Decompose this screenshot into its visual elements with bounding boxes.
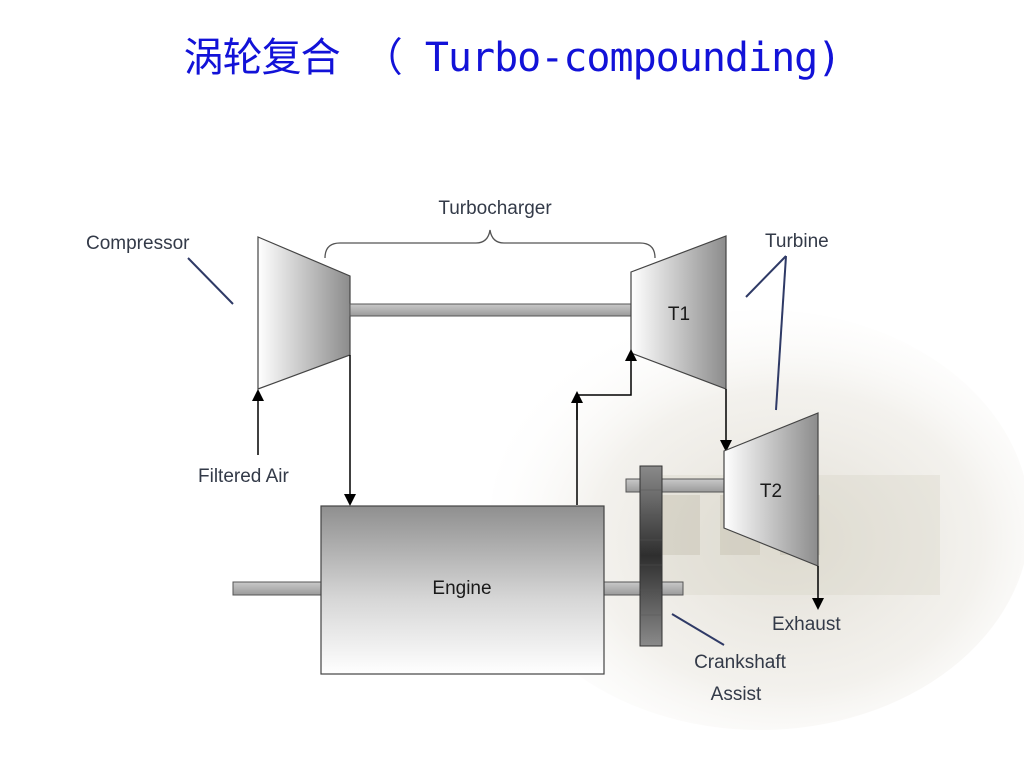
- crankshaft-label-line1: Crankshaft: [694, 652, 787, 673]
- exhaust-to-t1-arrow: [576, 349, 637, 505]
- compressor: [257, 236, 351, 390]
- turbine-pointer-t1: [745, 255, 787, 298]
- engine-block: [320, 505, 605, 675]
- engine-shaft-left: [232, 581, 324, 596]
- t2-label: T2: [760, 481, 782, 502]
- gear-teeth: [640, 489, 662, 616]
- engine-label: Engine: [432, 578, 491, 599]
- t1-label: T1: [668, 304, 690, 325]
- exhaust-label: Exhaust: [772, 614, 841, 635]
- crankshaft-assist-gear: [639, 465, 663, 647]
- compressor-pointer: [187, 257, 234, 305]
- turbocharger-brace: [324, 229, 656, 259]
- turbocharger-shaft: [349, 303, 632, 317]
- slide-title: 涡轮复合 （ Turbo-compounding): [183, 35, 842, 81]
- filtered-air-label: Filtered Air: [198, 466, 289, 487]
- compressor-label: Compressor: [86, 233, 190, 254]
- turbine-pointer-t2: [775, 255, 787, 411]
- crankshaft-label-line2: Assist: [711, 684, 762, 705]
- turbocharger-label: Turbocharger: [438, 198, 552, 219]
- crankshaft-pointer: [671, 613, 725, 646]
- turbine-label: Turbine: [765, 231, 829, 252]
